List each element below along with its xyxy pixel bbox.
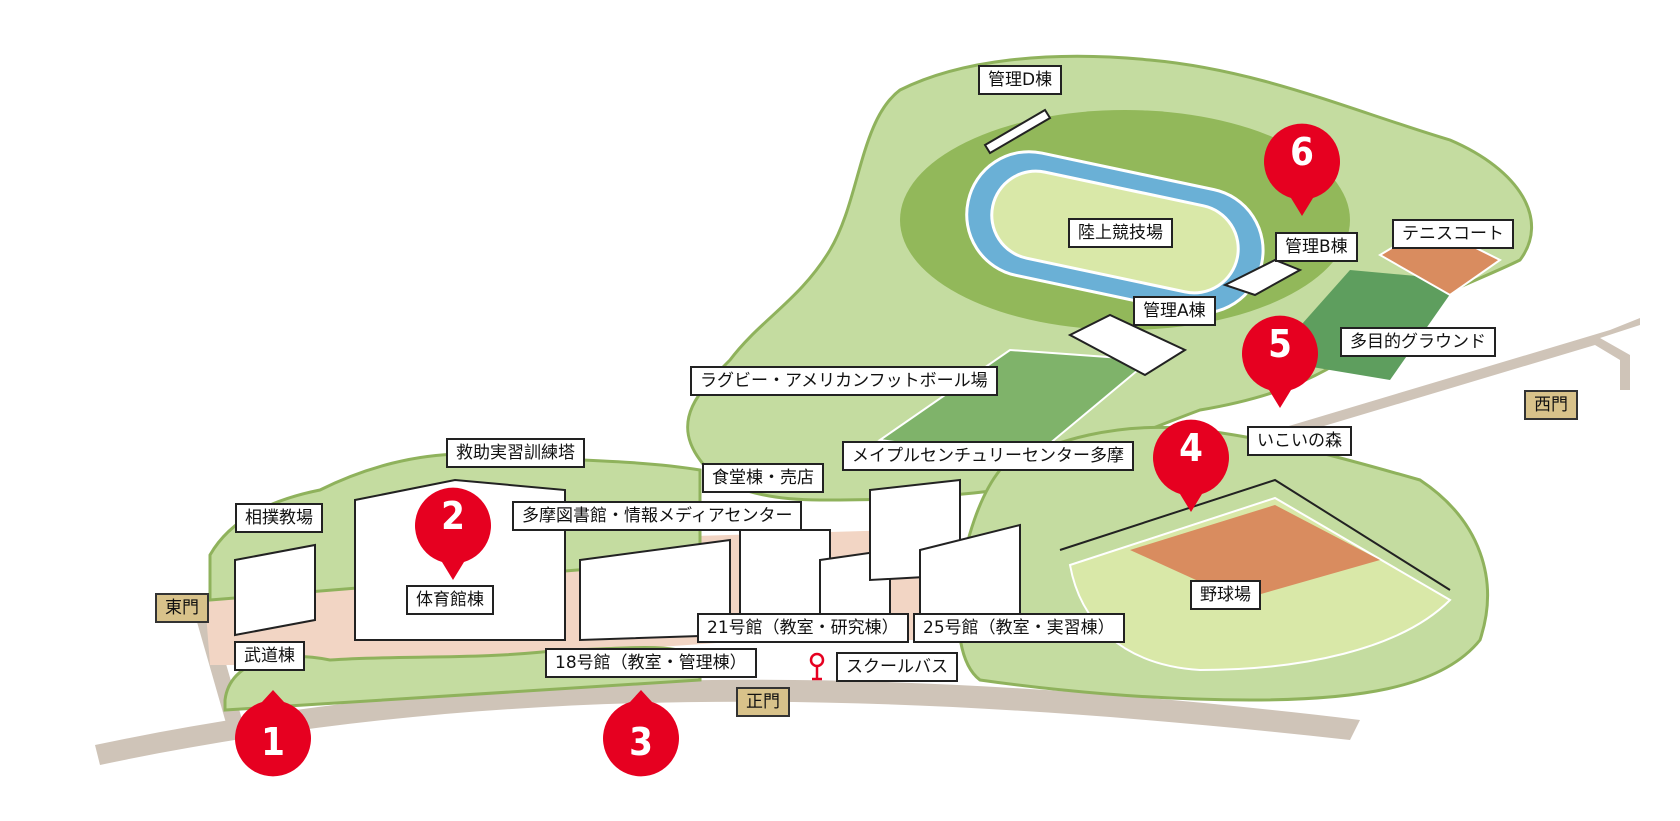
label-b21[interactable]: 21号館（教室・研究棟） <box>697 613 909 643</box>
label-kanri-b[interactable]: 管理B棟 <box>1275 232 1358 262</box>
label-kanri-d[interactable]: 管理D棟 <box>978 65 1063 95</box>
label-bus[interactable]: スクールバス <box>836 652 958 682</box>
map-pin-5[interactable]: 5 <box>1239 310 1321 408</box>
label-multi-ground[interactable]: 多目的グラウンド <box>1340 327 1496 357</box>
label-tennis[interactable]: テニスコート <box>1392 219 1514 249</box>
label-b25[interactable]: 25号館（教室・実習棟） <box>913 613 1125 643</box>
label-maple[interactable]: メイプルセンチュリーセンター多摩 <box>842 441 1134 471</box>
map-pin-1[interactable]: 1 <box>232 690 314 788</box>
label-kanri-a[interactable]: 管理A棟 <box>1133 296 1216 326</box>
label-ikoi[interactable]: いこいの森 <box>1247 426 1352 456</box>
map-pin-6[interactable]: 6 <box>1261 118 1343 216</box>
label-b18[interactable]: 18号館（教室・管理棟） <box>545 648 757 678</box>
label-track[interactable]: 陸上競技場 <box>1068 218 1173 248</box>
map-pin-number: 2 <box>441 494 465 538</box>
gate-east[interactable]: 東門 <box>155 593 209 623</box>
bus-stop-icon <box>809 652 825 681</box>
label-sumo[interactable]: 相撲教場 <box>235 503 323 533</box>
gate-main[interactable]: 正門 <box>736 687 790 717</box>
label-gym[interactable]: 体育館棟 <box>406 585 494 615</box>
label-rugby[interactable]: ラグビー・アメリカンフットボール場 <box>690 366 998 396</box>
map-pin-4[interactable]: 4 <box>1150 414 1232 512</box>
map-pin-2[interactable]: 2 <box>412 482 494 580</box>
map-pin-number: 3 <box>629 720 653 764</box>
label-kyujo[interactable]: 救助実習訓練塔 <box>446 438 585 468</box>
map-pin-number: 5 <box>1268 322 1292 366</box>
map-pin-number: 4 <box>1179 426 1203 470</box>
label-budo[interactable]: 武道棟 <box>234 641 305 671</box>
gate-west[interactable]: 西門 <box>1524 390 1578 420</box>
label-library[interactable]: 多摩図書館・情報メディアセンター <box>512 501 803 531</box>
map-pin-number: 6 <box>1290 130 1314 174</box>
label-baseball[interactable]: 野球場 <box>1190 580 1261 610</box>
label-shokudo[interactable]: 食堂棟・売店 <box>702 463 824 493</box>
map-pin-number: 1 <box>261 720 285 764</box>
map-pin-3[interactable]: 3 <box>600 690 682 788</box>
